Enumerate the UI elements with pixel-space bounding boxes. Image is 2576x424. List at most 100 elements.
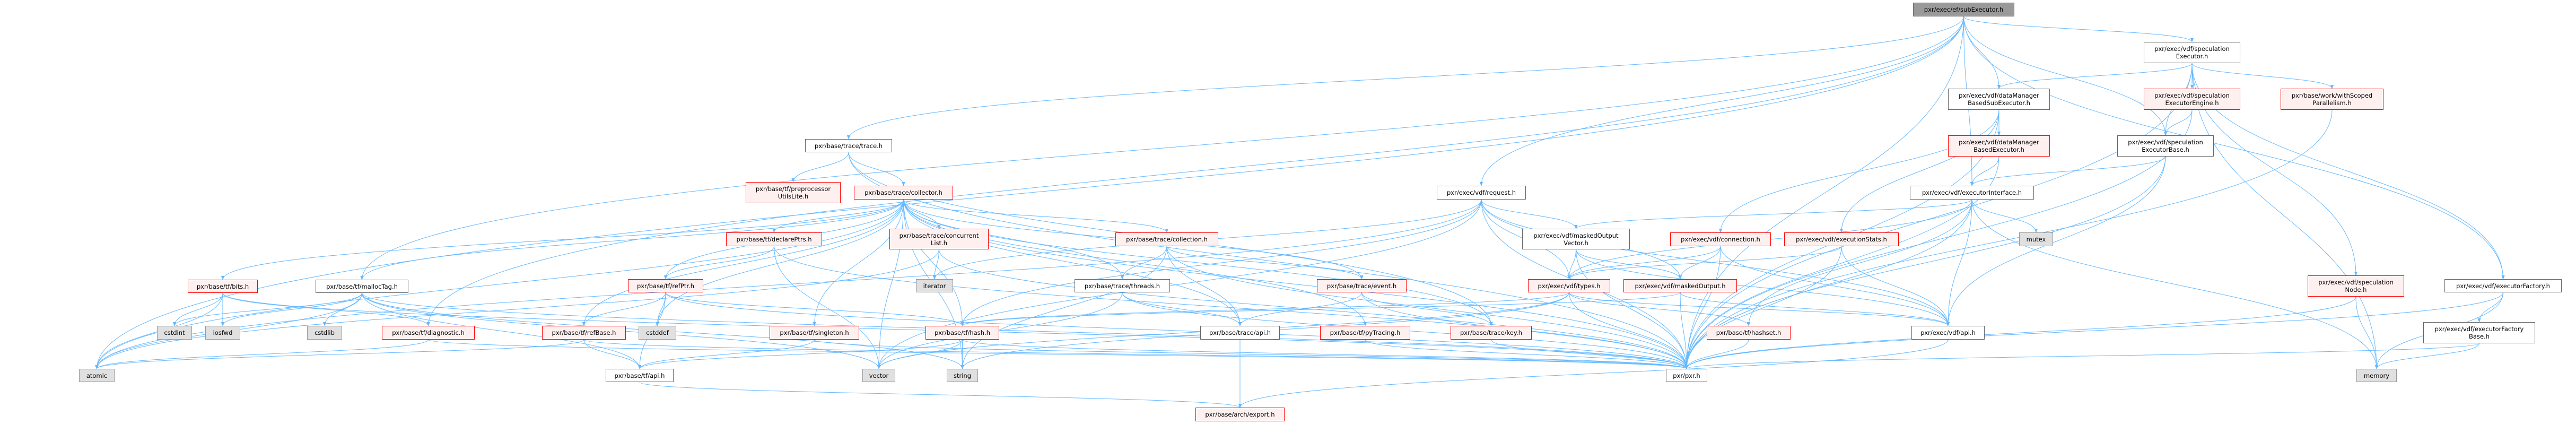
edge-subExecutor-to-dmbSubExec bbox=[1963, 16, 2001, 89]
edge-collector-to-pyTracing bbox=[903, 199, 1367, 326]
edge-types-to-hash bbox=[960, 292, 1569, 326]
node-declare-ptrs[interactable]: pxr/base/tf/declarePtrs.h bbox=[726, 232, 822, 246]
edge-execInterface-to-vdfApi bbox=[1946, 199, 1972, 326]
edge-collector-to-bits bbox=[221, 199, 904, 280]
node-execution-stats[interactable]: pxr/exec/vdf/executionStats.h bbox=[1784, 232, 1899, 246]
edge-execInterface-to-maskedOutputVector bbox=[1574, 199, 1972, 229]
edge-refBase-to-tfApi bbox=[583, 339, 642, 369]
node-tf-api[interactable]: pxr/base/tf/api.h bbox=[606, 369, 674, 382]
edge-execInterface-to-mutex bbox=[1971, 199, 2038, 233]
node-trace-api[interactable]: pxr/base/trace/api.h bbox=[1200, 326, 1280, 340]
edge-subExecutor-to-pxr bbox=[1684, 16, 1964, 369]
edge-execFactoryBase-to-memory bbox=[2374, 343, 2479, 369]
node-iosfwd: iosfwd bbox=[205, 326, 240, 340]
node-malloc-tag[interactable]: pxr/base/tf/mallocTag.h bbox=[316, 280, 408, 293]
edge-specNode-to-memory bbox=[2355, 296, 2379, 369]
node-py-tracing[interactable]: pxr/base/tf/pyTracing.h bbox=[1320, 326, 1410, 340]
edge-specExecutor-to-pxr bbox=[1684, 63, 2193, 369]
node-request[interactable]: pxr/exec/vdf/request.h bbox=[1437, 186, 1526, 200]
edge-declarePtrs-to-refPtr bbox=[663, 246, 774, 280]
node-concurrent-list[interactable]: pxr/base/trace/concurrent List.h bbox=[889, 229, 989, 249]
edge-event-to-traceApi bbox=[1238, 292, 1362, 326]
node-cstdlib: cstdlib bbox=[307, 326, 342, 340]
edge-collector-to-declarePtrs bbox=[772, 199, 904, 233]
edge-mallocTag-to-cstdint bbox=[172, 292, 362, 326]
edge-connection-to-pxr bbox=[1684, 246, 1721, 369]
edge-concurrentList-to-atomic bbox=[95, 249, 939, 369]
node-exec-factory[interactable]: pxr/exec/vdf/executorFactory.h bbox=[2444, 279, 2562, 292]
edge-diagnostic-to-pxr bbox=[428, 339, 1688, 369]
node-event[interactable]: pxr/base/trace/event.h bbox=[1317, 279, 1407, 292]
node-preproc[interactable]: pxr/base/tf/preprocessor UtilsLite.h bbox=[746, 182, 841, 203]
edge-execFactory-to-pxr bbox=[1684, 292, 2503, 369]
edge-execInterface-to-memory bbox=[1971, 199, 2379, 369]
node-spec-executor[interactable]: pxr/exec/vdf/speculation Executor.h bbox=[2144, 42, 2240, 63]
node-exec-interface[interactable]: pxr/exec/vdf/executorInterface.h bbox=[1910, 186, 2034, 200]
edge-pyTracing-to-pxr bbox=[1365, 339, 1689, 369]
edge-subExecutor-to-specExecutor bbox=[1963, 16, 2194, 42]
edge-collector-to-cstddef bbox=[656, 199, 904, 326]
node-threads[interactable]: pxr/base/trace/threads.h bbox=[1075, 279, 1170, 292]
node-bits[interactable]: pxr/base/tf/bits.h bbox=[188, 280, 258, 293]
edge-maskedOutput-to-pxr bbox=[1680, 292, 1689, 369]
edge-maskedOutputVector-to-vdfApi bbox=[1576, 249, 1950, 326]
edge-subExecutor-to-request bbox=[1479, 16, 1964, 186]
edge-refPtr-to-pxr bbox=[665, 292, 1689, 369]
edge-subExecutor-to-diagnostic bbox=[426, 16, 1964, 326]
edge-singleton-to-pxr bbox=[814, 339, 1688, 369]
edge-event-to-key bbox=[1361, 292, 1493, 326]
node-key[interactable]: pxr/base/trace/key.h bbox=[1451, 326, 1532, 340]
edge-subExecutor-to-mallocTag bbox=[360, 16, 1964, 280]
edge-subExecutor-to-specBase bbox=[1963, 16, 2168, 136]
edge-collector-to-key bbox=[903, 199, 1493, 326]
node-spec-engine[interactable]: pxr/exec/vdf/speculation ExecutorEngine.… bbox=[2144, 89, 2240, 110]
edge-subExecutor-to-trace bbox=[846, 16, 1964, 140]
edge-maskedOutput-to-vdfApi bbox=[1680, 292, 1950, 326]
edge-threads-to-traceApi bbox=[1122, 292, 1242, 326]
edge-hashset-to-pxr bbox=[1684, 339, 1749, 369]
node-ref-base[interactable]: pxr/base/tf/refBase.h bbox=[542, 326, 626, 340]
node-arch-export[interactable]: pxr/base/arch/export.h bbox=[1195, 408, 1285, 421]
edge-connection-to-maskedOutput bbox=[1678, 246, 1721, 280]
node-vdf-api[interactable]: pxr/exec/vdf/api.h bbox=[1911, 326, 1985, 340]
edge-mallocTag-to-iosfwd bbox=[221, 292, 362, 326]
node-masked-output[interactable]: pxr/exec/vdf/maskedOutput.h bbox=[1623, 279, 1737, 292]
edge-collector-to-singleton bbox=[813, 199, 904, 326]
node-dmb-exec[interactable]: pxr/exec/vdf/dataManager BasedExecutor.h bbox=[1948, 135, 2050, 157]
node-ref-ptr[interactable]: pxr/base/tf/refPtr.h bbox=[628, 279, 703, 292]
edge-maskedOutput-to-hash bbox=[960, 292, 1681, 326]
node-masked-output-vector[interactable]: pxr/exec/vdf/maskedOutput Vector.h bbox=[1522, 229, 1630, 249]
node-vector: vector bbox=[862, 369, 895, 382]
node-types[interactable]: pxr/exec/vdf/types.h bbox=[1528, 279, 1610, 292]
edge-bits-to-diagnostic bbox=[222, 292, 430, 326]
edge-specExecutor-to-dmbSubExec bbox=[1997, 63, 2193, 89]
edge-collector-to-atomic bbox=[95, 199, 904, 369]
edge-hash-to-tfApi bbox=[638, 339, 963, 369]
node-sub-executor[interactable]: pxr/exec/ef/subExecutor.h bbox=[1913, 3, 2014, 16]
node-memory: memory bbox=[2356, 369, 2397, 382]
node-with-scoped[interactable]: pxr/base/work/withScoped Parallelism.h bbox=[2281, 89, 2383, 110]
node-collection[interactable]: pxr/base/trace/collection.h bbox=[1115, 232, 1218, 246]
node-singleton[interactable]: pxr/base/tf/singleton.h bbox=[770, 326, 859, 340]
node-spec-base[interactable]: pxr/exec/vdf/speculation ExecutorBase.h bbox=[2117, 135, 2214, 157]
edge-collection-to-string bbox=[960, 246, 1167, 369]
edge-connection-to-vdfApi bbox=[1720, 246, 1950, 326]
edge-dmbSubExec-to-executionStats bbox=[1839, 109, 1999, 233]
edge-declarePtrs-to-vector bbox=[774, 246, 881, 369]
edge-mallocTag-to-tfApi bbox=[362, 292, 642, 369]
node-hash[interactable]: pxr/base/tf/hash.h bbox=[925, 326, 999, 340]
edge-collector-to-hash bbox=[903, 199, 964, 326]
edge-specNode-to-pxr bbox=[1684, 296, 2356, 369]
edge-diagnostic-to-atomic bbox=[95, 339, 429, 369]
node-dmb-sub-exec[interactable]: pxr/exec/vdf/dataManager BasedSubExecuto… bbox=[1948, 89, 2050, 110]
node-exec-factory-base[interactable]: pxr/exec/vdf/executorFactory Base.h bbox=[2423, 322, 2535, 343]
node-diagnostic[interactable]: pxr/base/tf/diagnostic.h bbox=[382, 326, 475, 340]
node-collector[interactable]: pxr/base/trace/collector.h bbox=[854, 186, 953, 200]
node-pxr[interactable]: pxr/pxr.h bbox=[1666, 369, 1707, 382]
node-connection[interactable]: pxr/exec/vdf/connection.h bbox=[1670, 232, 1771, 246]
edge-mallocTag-to-pxr bbox=[362, 292, 1688, 369]
node-trace[interactable]: pxr/base/trace/trace.h bbox=[805, 139, 892, 152]
node-hashset[interactable]: pxr/base/tf/hashset.h bbox=[1707, 326, 1791, 340]
node-spec-node[interactable]: pxr/exec/vdf/speculation Node.h bbox=[2308, 275, 2404, 297]
edge-collection-to-pxr bbox=[1166, 246, 1689, 369]
